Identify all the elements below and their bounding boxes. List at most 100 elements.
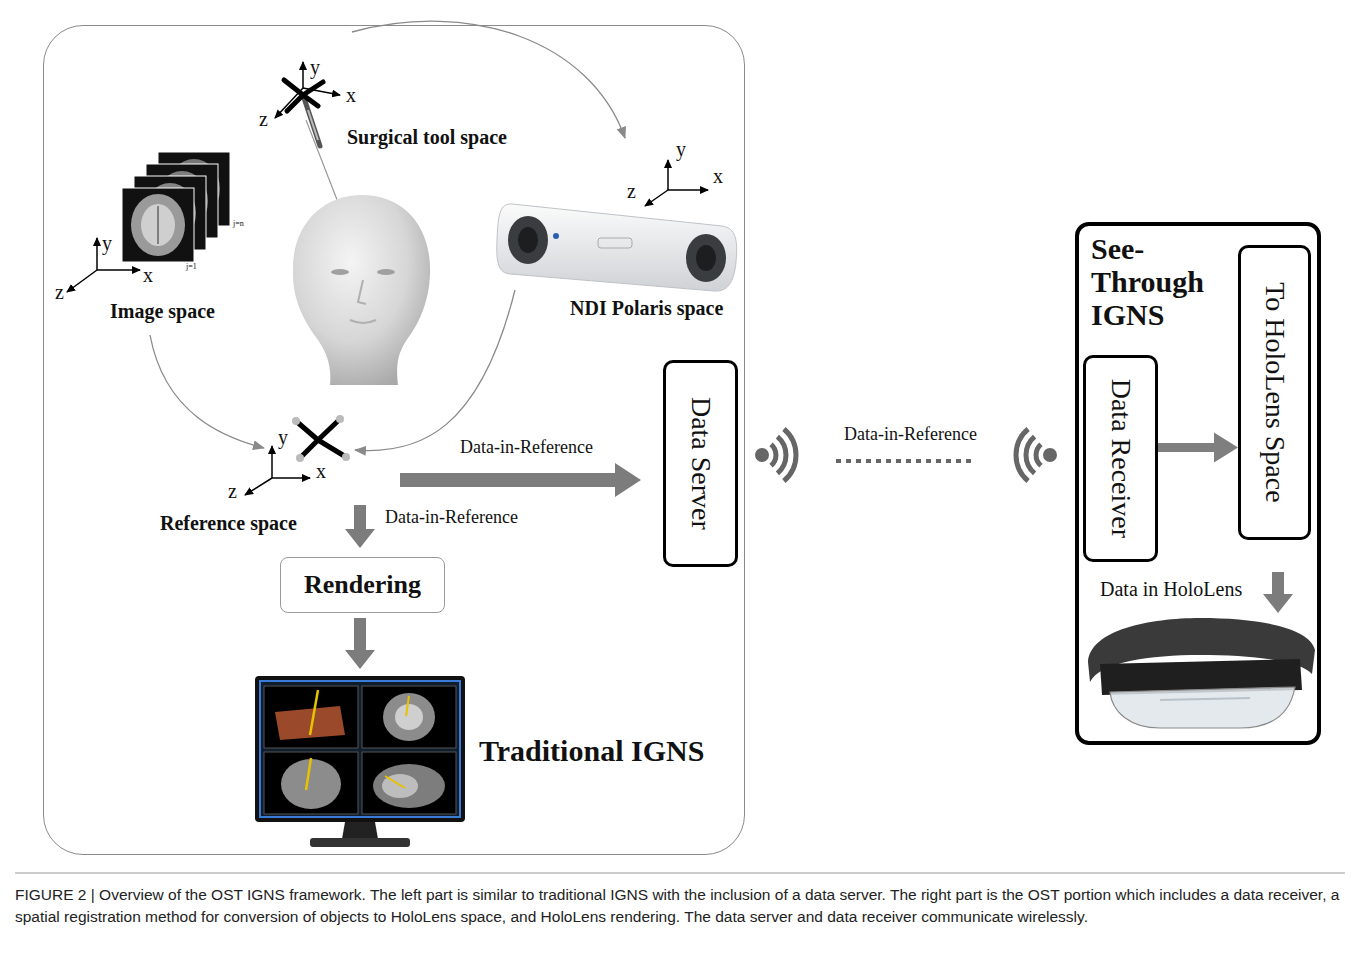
surgical-tool [303, 95, 320, 146]
hololens-headset [1088, 618, 1315, 728]
image-stack [122, 152, 230, 262]
patient-head [293, 195, 430, 385]
hololens-headset [1110, 687, 1295, 728]
space-label: Image space [110, 300, 215, 322]
tracking-camera [518, 227, 538, 253]
space-label: NDI Polaris space [570, 297, 723, 319]
monitor [310, 838, 410, 847]
monitor [406, 696, 409, 716]
space-label: Surgical tool space [347, 126, 507, 148]
image-stack [122, 188, 194, 262]
axis-label: x [713, 165, 723, 187]
slice-index: j=1 [186, 263, 197, 272]
axes [668, 189, 708, 191]
system-panel: Traditional IGNS Rendering Data Server [43, 25, 745, 855]
transform-arrow [355, 290, 515, 451]
monitor [385, 776, 405, 788]
axis-label: z [627, 180, 636, 202]
reference-marker [318, 419, 340, 440]
connector [738, 461, 1083, 462]
wireless-symbol [1016, 429, 1028, 481]
patient-head [293, 195, 430, 385]
surgical-tool [308, 110, 318, 140]
connector-line [1158, 443, 1219, 452]
reference-marker [292, 415, 350, 462]
monitor [310, 690, 318, 735]
reference-marker [336, 415, 344, 423]
monitor [395, 704, 423, 730]
surgical-tool [284, 80, 303, 95]
axis-label: z [55, 281, 64, 303]
wireless-symbol [771, 444, 776, 465]
receiver-box: Data Receiver [1083, 355, 1158, 562]
monitor [373, 764, 445, 808]
axis-label: x [143, 264, 153, 286]
axes [645, 190, 668, 206]
transform-arrow [150, 21, 625, 450]
flow-arrow [1263, 572, 1293, 613]
axes [67, 270, 97, 292]
axis-label: z [259, 108, 268, 130]
monitor [362, 752, 456, 814]
reference-marker [296, 421, 318, 440]
box-label: Rendering [304, 571, 421, 600]
image-stack [157, 206, 159, 244]
flow-arrow [345, 618, 375, 669]
arrow-label: Data-in-Reference [385, 508, 518, 528]
axes [645, 160, 708, 206]
arrowhead [1214, 433, 1238, 463]
server-box: Data Server [663, 360, 738, 567]
axis-label: y [676, 138, 686, 160]
patient-head [358, 280, 366, 304]
monitor [306, 758, 311, 790]
connector-line [738, 459, 1083, 463]
axis-label: x [346, 84, 356, 106]
reference-marker [318, 440, 346, 457]
image-stack [131, 194, 185, 256]
connector-label: Data-in-Reference [842, 425, 979, 445]
axes [271, 446, 273, 478]
flow-arrow [345, 505, 375, 548]
panel-title: Traditional IGNS [479, 734, 704, 767]
axes [272, 477, 310, 479]
wireless-symbol [777, 437, 786, 474]
reference-marker [296, 454, 304, 462]
monitor [383, 693, 435, 741]
caption-rule [15, 873, 1345, 874]
monitor [382, 774, 418, 798]
axes [275, 88, 303, 118]
axis-label: y [278, 426, 288, 448]
monitor [255, 676, 465, 822]
axis-label: y [310, 56, 320, 78]
transform-arrow [352, 21, 625, 138]
monitor [281, 759, 341, 809]
arrow-label: Data-in-Reference [460, 438, 593, 458]
axes [303, 88, 340, 95]
wireless-symbol [1026, 437, 1035, 474]
wireless-symbol [1043, 448, 1057, 462]
box-label: Data Receiver [1105, 379, 1136, 538]
slice-index: j=n [233, 220, 244, 229]
axes [667, 160, 669, 190]
surgical-tool [303, 95, 318, 106]
axes [275, 62, 340, 118]
system-panel: See-Through IGNSData ReceiverTo HoloLens… [1075, 222, 1321, 745]
box-label: To HoloLens Space [1259, 282, 1290, 502]
patient-head [331, 269, 349, 275]
figure-caption: FIGURE 2 | Overview of the OST IGNS fram… [15, 884, 1345, 929]
monitor [362, 686, 456, 748]
monitor [264, 752, 358, 814]
tracking-camera [497, 204, 737, 291]
axis-label: y [102, 232, 112, 254]
monitor [264, 686, 358, 748]
monitor [260, 681, 460, 817]
connector [1158, 433, 1238, 463]
space-label: Reference space [160, 512, 297, 534]
tracking-camera [696, 245, 716, 271]
axes [97, 269, 140, 271]
wireless-symbol [755, 448, 769, 462]
reference-marker [342, 453, 350, 461]
axes [245, 478, 272, 495]
wireless-symbol [1036, 444, 1041, 465]
wireless-symbol [784, 429, 796, 481]
